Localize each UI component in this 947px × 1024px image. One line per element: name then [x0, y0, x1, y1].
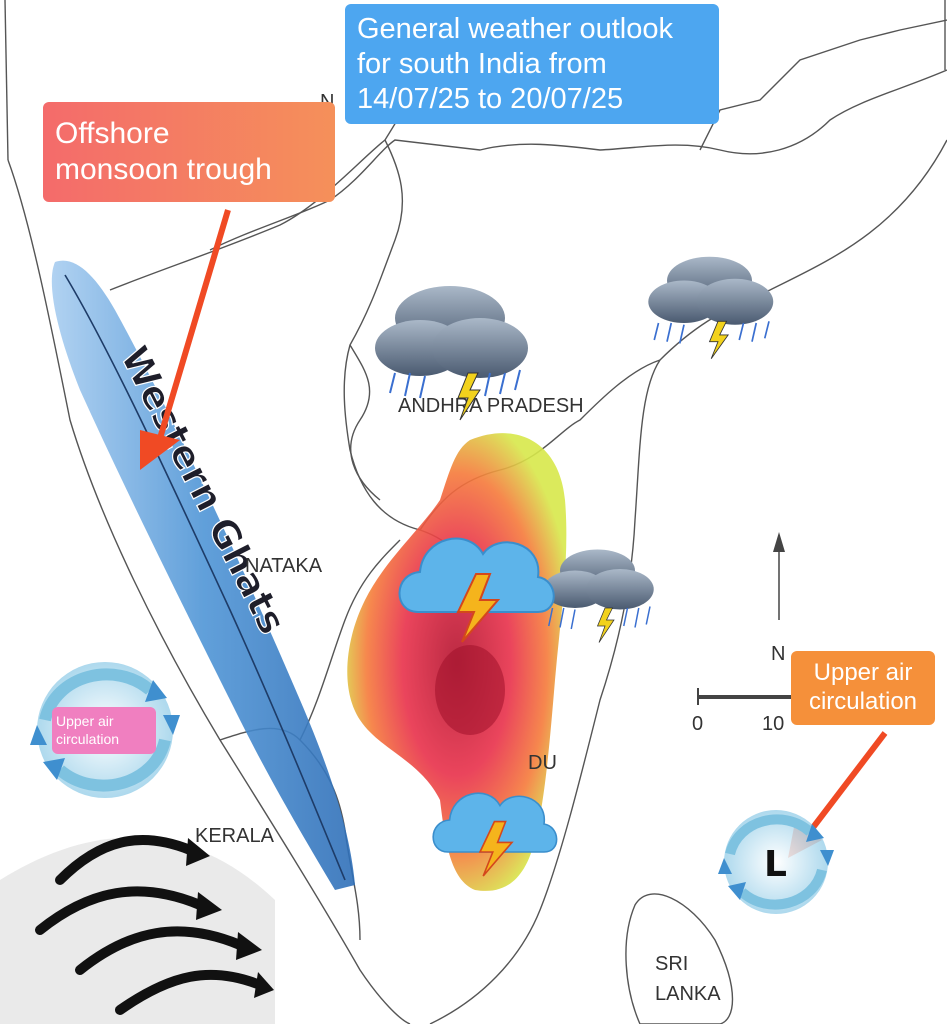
scale-bar [698, 695, 798, 699]
uac-left-line-1: Upper air [56, 713, 114, 729]
uac-right-arrow [802, 731, 888, 840]
sri-lanka-label-2: LANKA [655, 983, 721, 1005]
cyclonic-circulation-icon: L [718, 810, 834, 914]
thunderstorm-cloud-icon [398, 537, 555, 643]
north-arrow-icon [773, 532, 785, 552]
upper-air-circulation-label-left: Upper air circulation [52, 707, 156, 754]
rain-thunder-cloud-icon [543, 549, 654, 643]
region-labels: ANDHRA PRADESH NATAKA DU KERALA SRI LANK… [195, 91, 721, 1005]
upper-air-circulation-label-right: Upper air circulation [791, 651, 935, 725]
title-line-1: General weather outlook [357, 13, 673, 45]
low-pressure-marker: L [764, 844, 787, 885]
uac-left-line-2: circulation [56, 730, 120, 747]
west-coast-line [7, 159, 411, 1024]
thunderstorm-cloud-icon [432, 792, 558, 877]
tamil-nadu-border [299, 539, 401, 741]
rain-thunder-cloud-icon [375, 286, 528, 421]
scale-zero-label: 0 [692, 713, 703, 735]
title-line-3: 14/07/25 to 20/07/25 [357, 82, 624, 115]
uac-right-line-1: Upper air [813, 659, 913, 686]
wind-arrows-icon [0, 835, 275, 1024]
andhra-label: ANDHRA PRADESH [398, 395, 584, 417]
rain-thunder-cloud-icon [648, 256, 774, 359]
title-line-2: for south India from [357, 47, 607, 80]
kerala-label: KERALA [195, 825, 275, 847]
left-frame-line [4, 0, 9, 161]
compass-and-scale: N 0 10 [692, 532, 798, 735]
scale-end-label: 10 [762, 713, 784, 735]
trough-arrow-head [140, 430, 180, 470]
trough-arrow [155, 209, 231, 446]
tamil-nadu-label: DU [528, 752, 557, 774]
karnataka-border [109, 138, 481, 601]
east-coast-line [429, 139, 947, 1024]
north-label: N [771, 643, 785, 665]
sri-lanka-outline [625, 893, 734, 1024]
outlook-title-box: General weather outlook for south India … [345, 4, 719, 125]
offshore-trough-label: Offshore monsoon trough [43, 102, 335, 202]
inner-border-3 [699, 19, 947, 151]
sri-lanka-label-1: SRI [655, 953, 688, 975]
karnataka-label: NATAKA [245, 555, 323, 577]
inner-border-1 [349, 344, 381, 501]
trough-line-2: monsoon trough [55, 153, 272, 186]
trough-line-1: Offshore [55, 117, 170, 150]
uac-right-line-2: circulation [808, 687, 918, 715]
